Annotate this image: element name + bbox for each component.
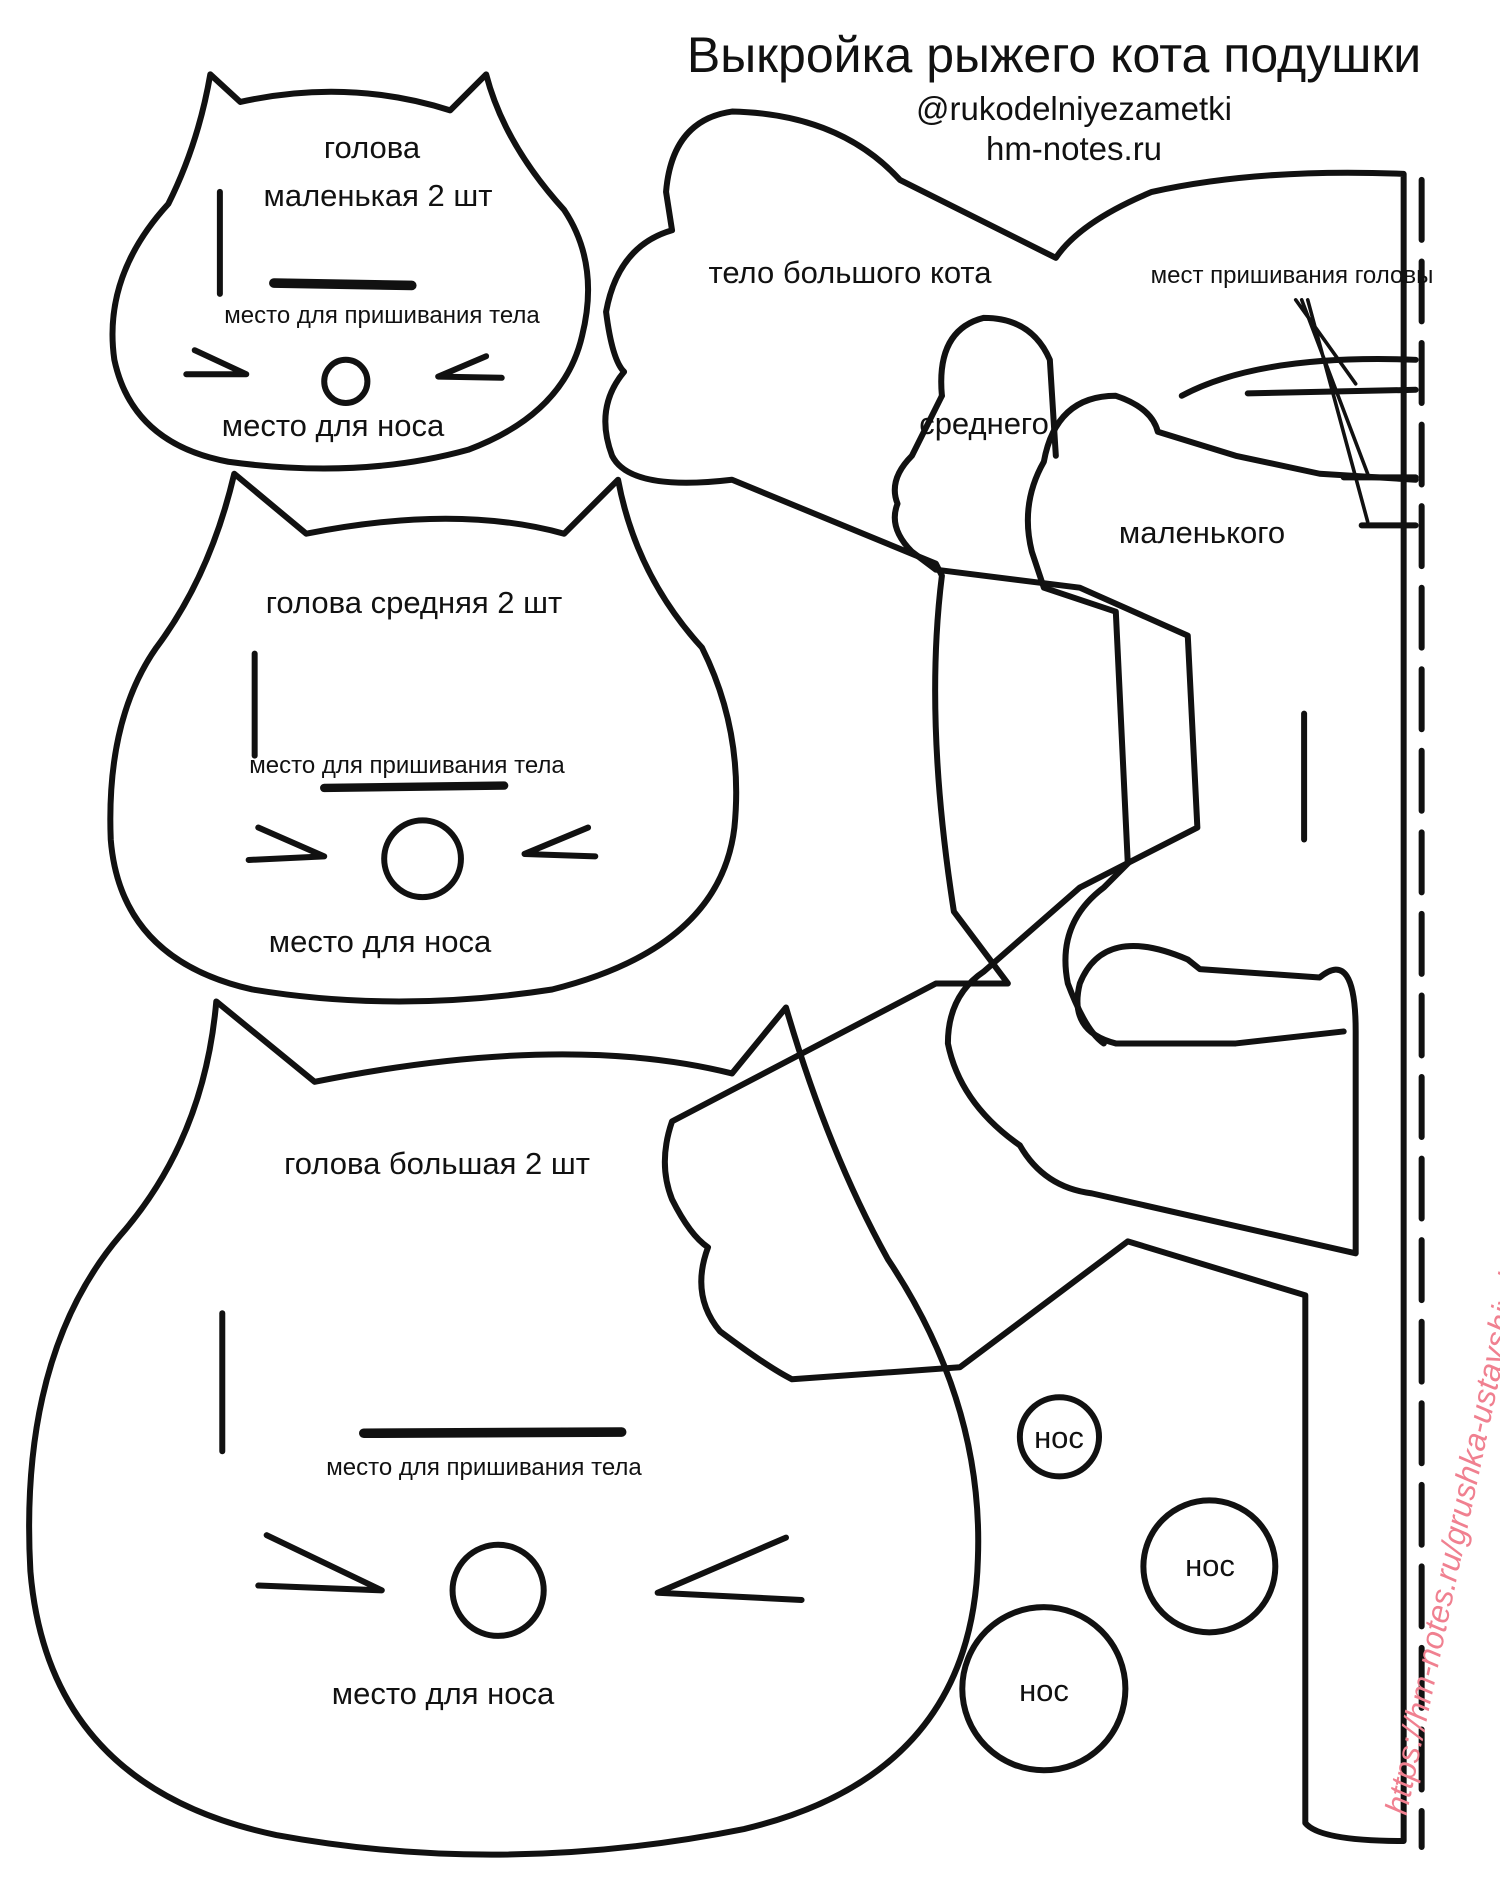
medium-whisker-right	[521, 824, 599, 860]
medium-head-nose-mark: место для носа	[268, 924, 492, 959]
small-nose-mark	[321, 356, 371, 406]
medium-body-head-bump	[938, 314, 1059, 459]
large-head-body-mark: место для пришивания тела	[326, 1454, 642, 1481]
head-seam-pointers	[1293, 298, 1370, 524]
small-whisker-left	[183, 347, 250, 378]
nose-label-small: нос	[1034, 1420, 1084, 1455]
big-body-outline	[602, 108, 1407, 1845]
author-handle: @rukodelniyezametki	[916, 90, 1232, 127]
small-body-line	[269, 278, 417, 291]
large-nose-mark	[449, 1541, 547, 1639]
small-body-outline	[1024, 392, 1419, 1047]
large-whisker-left	[255, 1532, 385, 1594]
large-body-line	[359, 1427, 627, 1439]
head-attach-mark: мест пришивания головы	[1150, 262, 1434, 289]
small-head-body-mark: место для пришивания тела	[224, 302, 540, 329]
medium-head-body-mark: место для пришивания тела	[249, 752, 565, 779]
large-head-label: голова большая 2 шт	[284, 1146, 590, 1181]
nose-label-large: нос	[1019, 1673, 1069, 1708]
medium-body-label: среднего	[919, 406, 1049, 441]
site-name: hm-notes.ru	[985, 130, 1163, 167]
medium-head-outline	[107, 470, 740, 1005]
nose-large	[959, 1604, 1129, 1774]
medium-body-line	[320, 781, 509, 793]
small-whisker-right	[435, 353, 505, 381]
medium-nose-mark	[381, 817, 464, 901]
medium-body-outline	[891, 392, 1359, 1257]
small-head-label-2: маленькая 2 шт	[263, 178, 493, 213]
big-body-label: тело большого кота	[708, 255, 992, 290]
small-body-label: маленького	[1118, 515, 1286, 550]
nose-small	[1016, 1394, 1103, 1480]
page-title: Выкройка рыжего кота подушки	[686, 27, 1422, 83]
nose-medium	[1140, 1497, 1279, 1636]
medium-whisker-left	[245, 824, 328, 863]
small-head-nose-mark: место для носа	[221, 408, 445, 443]
small-head-outline	[109, 71, 592, 472]
medium-head-label: голова средняя 2 шт	[265, 585, 563, 620]
body-neck-curve	[1178, 356, 1419, 399]
large-head-nose-mark: место для носа	[331, 1676, 555, 1711]
large-head-outline	[26, 998, 982, 1858]
nose-label-medium: нос	[1185, 1548, 1235, 1583]
large-whisker-right	[654, 1534, 805, 1603]
small-head-label-1: голова	[323, 130, 421, 165]
